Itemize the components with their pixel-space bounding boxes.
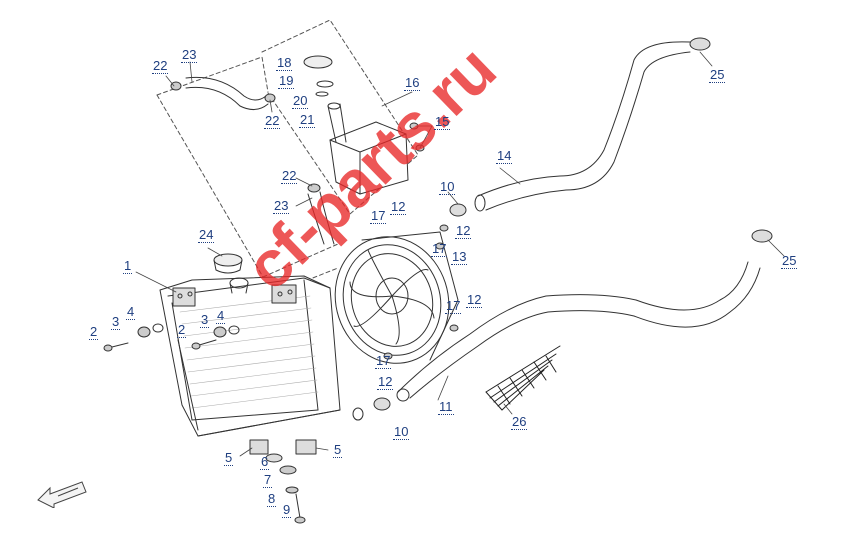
part-callout-25[interactable]: 25 [709,67,726,83]
mounting-grommets [249,439,317,524]
part-callout-11[interactable]: 11 [438,399,454,415]
part-callout-16[interactable]: 16 [404,75,421,91]
part-callout-15[interactable]: 15 [434,114,451,130]
part-callout-10[interactable]: 10 [439,179,456,195]
expansion-tank [303,55,409,195]
hose-spring-26 [485,345,561,411]
hose-clamp-10a [449,203,467,217]
part-callout-18[interactable]: 18 [276,55,293,71]
part-callout-10[interactable]: 10 [393,424,410,440]
hose-23-lower [307,191,335,245]
hose-clamp-25b [751,229,773,243]
hose-clamp-10b [373,397,391,411]
part-callout-9[interactable]: 9 [282,502,292,518]
part-callout-4[interactable]: 4 [126,304,136,320]
part-callout-25[interactable]: 25 [781,253,798,269]
upper-hose-14 [474,41,691,212]
part-callout-23[interactable]: 23 [273,198,290,214]
part-callout-14[interactable]: 14 [496,148,513,164]
hose-clamp-25a [689,37,711,51]
part-callout-17[interactable]: 17 [431,241,448,257]
part-callout-6[interactable]: 6 [260,454,270,470]
part-callout-7[interactable]: 7 [263,472,273,488]
part-callout-22[interactable]: 22 [264,113,281,129]
part-callout-12[interactable]: 12 [466,292,483,308]
part-callout-21[interactable]: 21 [299,112,316,128]
radiator-cap [213,253,249,294]
leader-lines [135,51,785,457]
part-callout-12[interactable]: 12 [390,199,407,215]
fasteners [103,81,459,360]
part-callout-12[interactable]: 12 [377,374,394,390]
part-callout-2[interactable]: 2 [177,322,187,338]
part-callout-4[interactable]: 4 [216,308,226,324]
part-callout-17[interactable]: 17 [445,298,462,314]
part-callout-3[interactable]: 3 [111,314,121,330]
part-callout-2[interactable]: 2 [89,324,99,340]
part-callout-20[interactable]: 20 [292,93,309,109]
part-callout-22[interactable]: 22 [152,58,169,74]
part-callout-22[interactable]: 22 [281,168,298,184]
part-callout-17[interactable]: 17 [375,353,392,369]
part-callout-1[interactable]: 1 [123,258,133,274]
front-direction-arrow-icon [37,481,87,508]
part-callout-3[interactable]: 3 [200,312,210,328]
part-callout-5[interactable]: 5 [224,450,234,466]
part-callout-12[interactable]: 12 [455,223,472,239]
radiator [159,275,364,437]
part-callout-19[interactable]: 19 [278,73,295,89]
lower-hose-11 [396,261,761,402]
part-callout-5[interactable]: 5 [333,442,343,458]
part-callout-17[interactable]: 17 [370,208,387,224]
part-callout-8[interactable]: 8 [267,491,277,507]
part-callout-24[interactable]: 24 [198,227,215,243]
part-callout-13[interactable]: 13 [451,249,468,265]
part-callout-26[interactable]: 26 [511,414,528,430]
part-callout-23[interactable]: 23 [181,47,198,63]
cooling-fan [334,231,459,364]
hose-23-upper [185,76,269,110]
